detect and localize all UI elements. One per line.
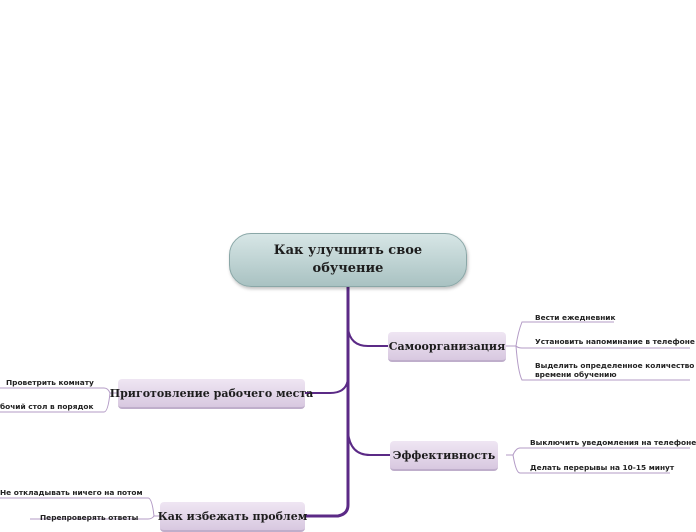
leaf-avoid-2[interactable]: Перепроверять ответы	[40, 513, 139, 522]
leaf-connector-avoid-2	[30, 515, 155, 520]
mind-map-connectors	[0, 287, 690, 520]
branch-avoid-problems[interactable]: Как избежать проблем	[157, 502, 308, 532]
branch-self-organization[interactable]: Самоорганизация	[388, 332, 506, 362]
branch-avoid-problems-label: Как избежать проблем	[157, 509, 308, 523]
leaf-self-org-1[interactable]: Вести ежедневник	[535, 313, 616, 322]
leaf-avoid-1[interactable]: Не откладывать ничего на потом	[0, 488, 143, 497]
branch-workplace[interactable]: Приготовление рабочего места	[110, 379, 313, 409]
leaf-connector-eff-2	[512, 454, 670, 474]
connector-efficiency	[347, 431, 390, 456]
leaf-workplace-1[interactable]: Проветрить комнату	[6, 378, 94, 387]
branch-self-organization-label: Самоорганизация	[388, 339, 506, 353]
branch-workplace-label: Приготовление рабочего места	[109, 386, 314, 400]
central-topic[interactable]: Как улучшить свое обучение	[229, 233, 467, 287]
connector-self-org	[347, 327, 388, 347]
leaf-connector-work-2	[0, 392, 111, 413]
leaf-self-org-3a[interactable]: Выделить определенное количество	[535, 361, 695, 370]
leaf-connector-self-3	[515, 345, 690, 381]
central-topic-title: Как улучшить свое обучение	[273, 243, 423, 276]
leaf-self-org-3b[interactable]: времени обучению	[535, 370, 617, 379]
leaf-efficiency-1[interactable]: Выключить уведомления на телефоне	[530, 438, 696, 447]
leaf-connector-self-2	[515, 345, 690, 349]
leaf-self-org-2[interactable]: Установить напоминание в телефоне	[535, 337, 695, 346]
leaf-connector-eff-1	[506, 447, 690, 456]
branch-efficiency[interactable]: Эффективность	[390, 441, 498, 471]
trunk-line	[305, 287, 350, 518]
leaf-connector-work-1	[0, 387, 118, 394]
leaf-connector-avoid-1	[0, 497, 160, 517]
leaf-connector-self-1	[506, 321, 614, 347]
connector-workplace	[305, 377, 349, 394]
leaf-workplace-2[interactable]: бочий стол в порядок	[0, 402, 94, 411]
leaf-efficiency-2[interactable]: Делать перерывы на 10-15 минут	[530, 463, 675, 472]
branch-efficiency-label: Эффективность	[392, 448, 496, 462]
